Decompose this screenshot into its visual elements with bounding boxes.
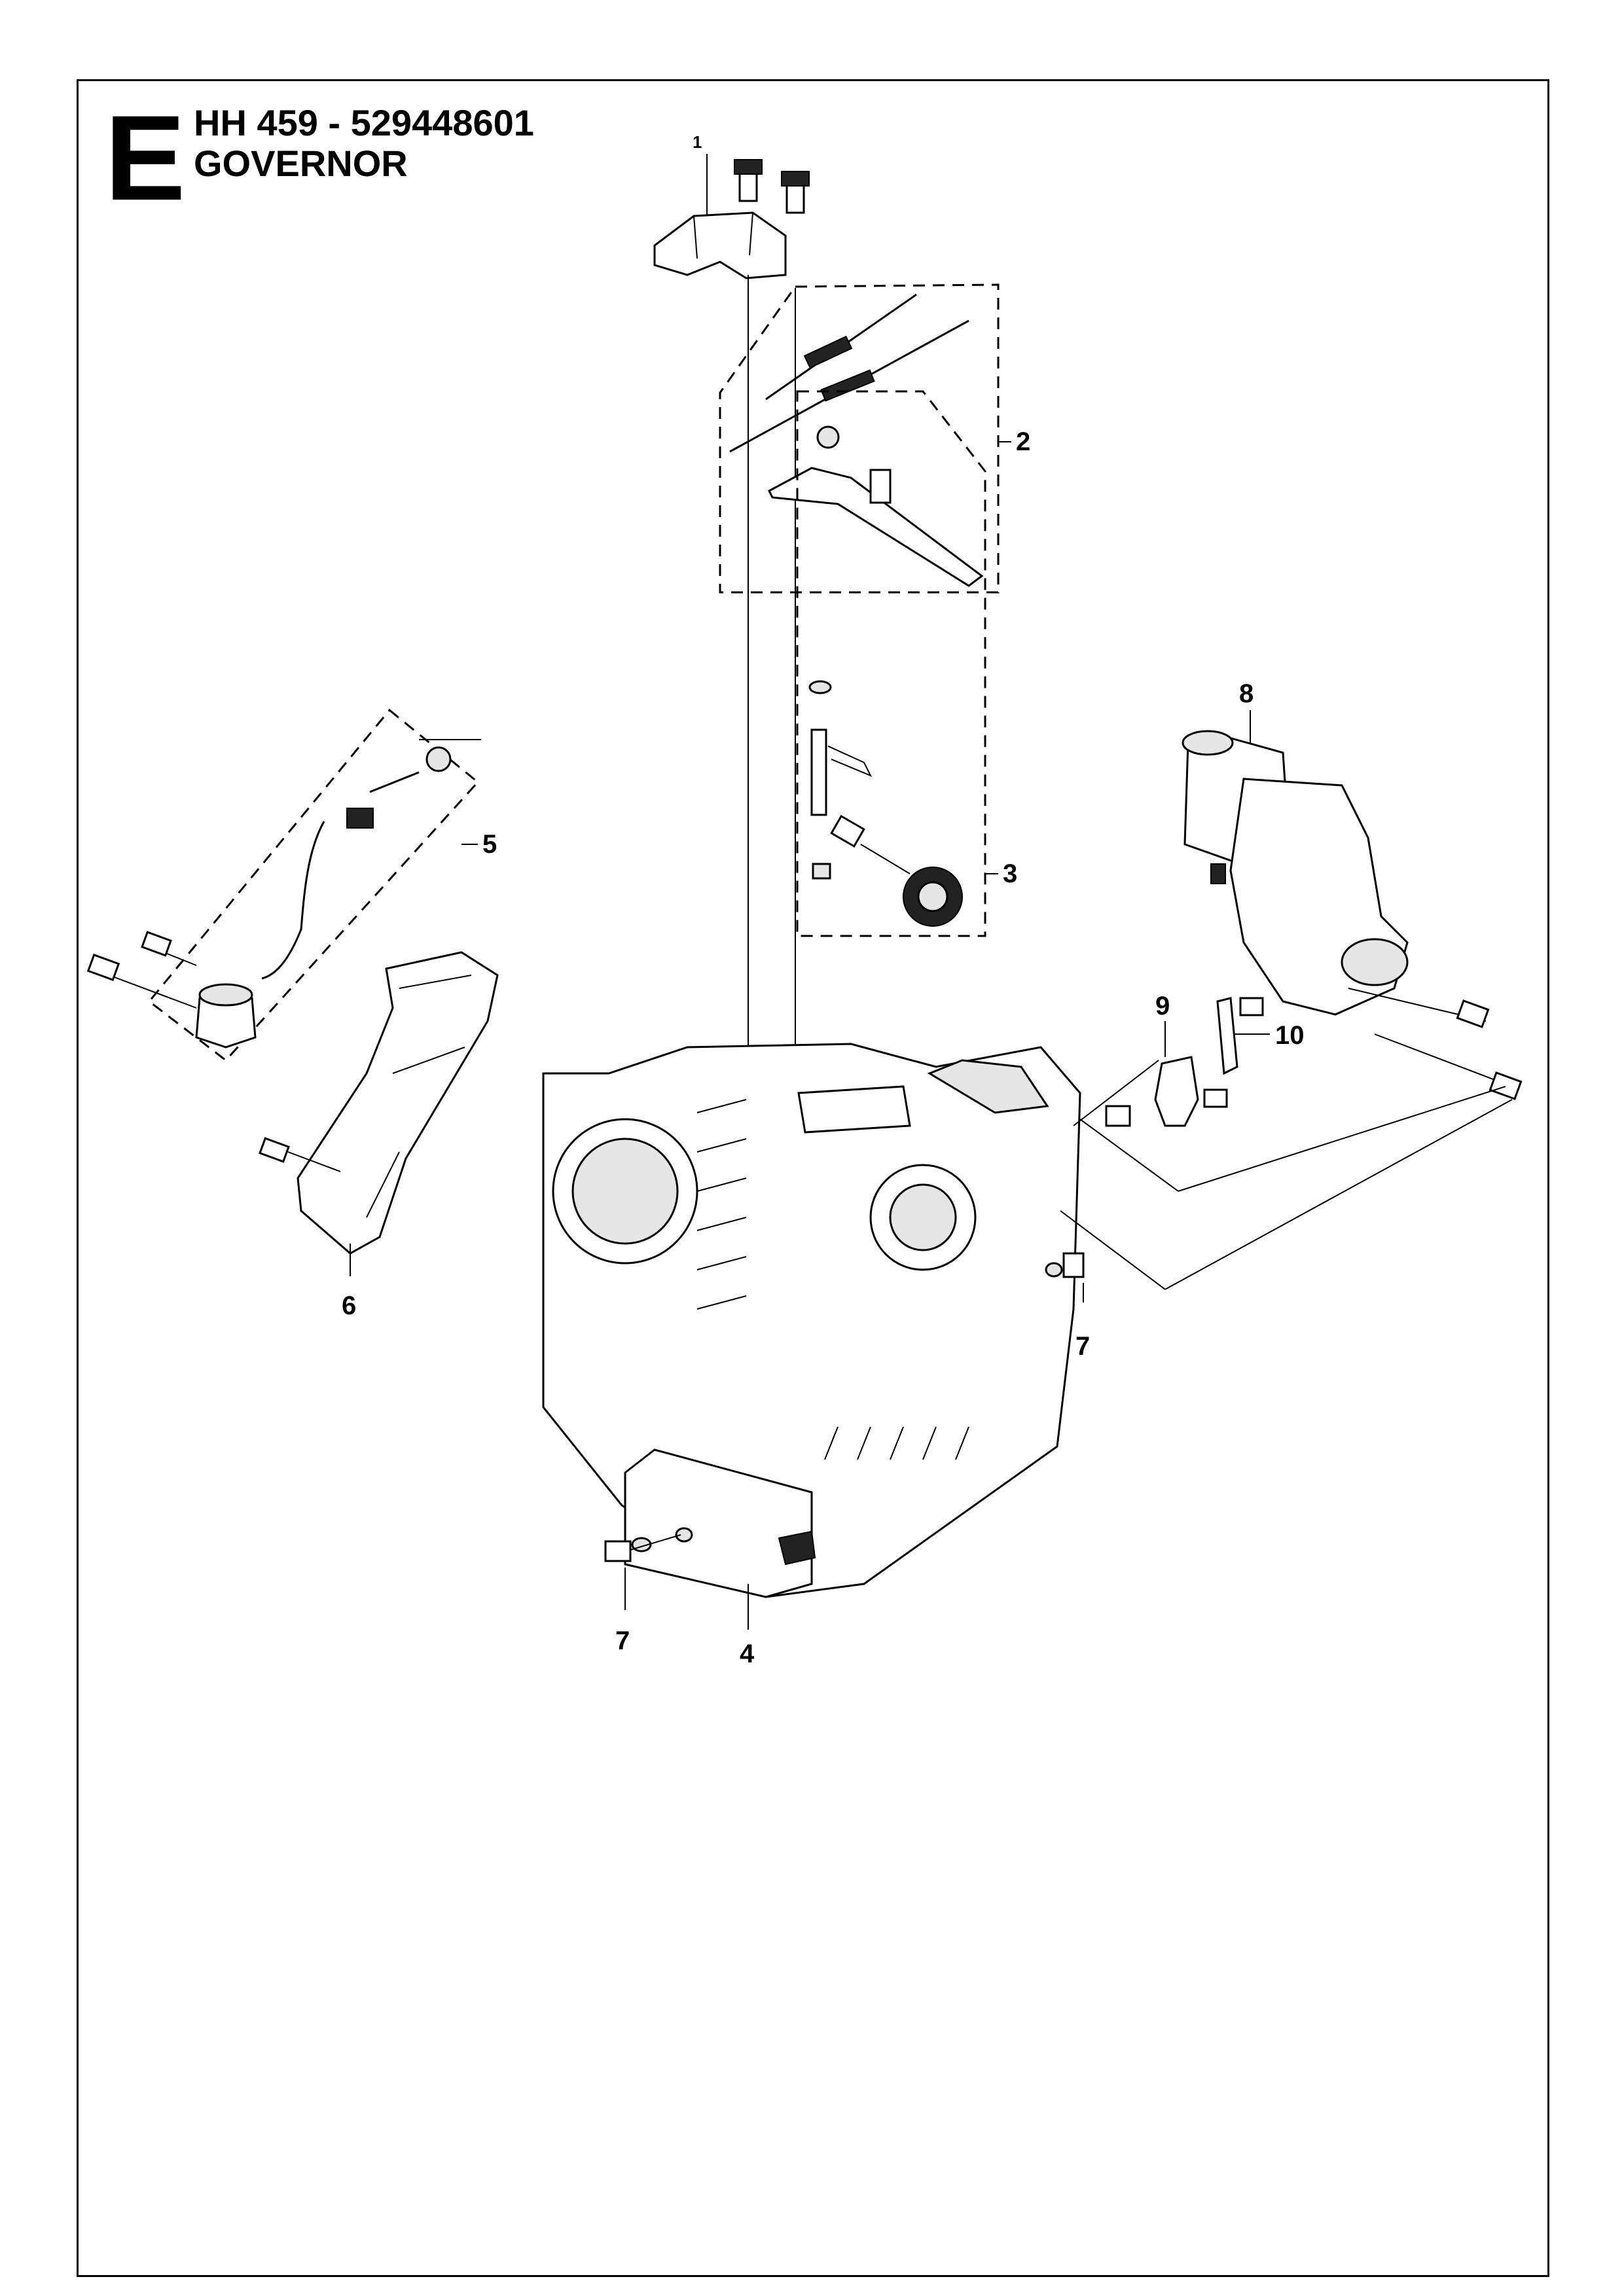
part-4-crankcase[interactable] bbox=[542, 1043, 1081, 1630]
part-7-bolt-right[interactable] bbox=[1045, 1252, 1085, 1278]
callout-10: 10 bbox=[1275, 1021, 1305, 1050]
callout-2: 2 bbox=[1016, 427, 1030, 456]
callout-7-lower: 7 bbox=[615, 1626, 630, 1655]
section-letter: E bbox=[105, 91, 186, 226]
callout-5: 5 bbox=[482, 830, 497, 859]
part-1-governor-bracket[interactable] bbox=[653, 159, 810, 1060]
group-name-title: GOVERNOR bbox=[194, 143, 408, 184]
callout-3: 3 bbox=[1003, 859, 1017, 888]
callout-1: 1 bbox=[693, 132, 702, 152]
callout-8: 8 bbox=[1239, 679, 1254, 708]
part-2-governor-arm-assembly[interactable] bbox=[719, 283, 1000, 594]
model-number-title: HH 459 - 529448601 bbox=[194, 102, 534, 143]
part-7-bolt-lower[interactable] bbox=[604, 1534, 681, 1562]
part-3-governor-gear-assembly[interactable] bbox=[796, 390, 986, 937]
part-8-starter-motor[interactable] bbox=[1182, 730, 1523, 1100]
part-10-strap[interactable] bbox=[1203, 997, 1270, 1108]
callout-9: 9 bbox=[1155, 992, 1170, 1020]
leader-lines bbox=[461, 154, 1513, 1610]
callout-7-right: 7 bbox=[1075, 1332, 1090, 1361]
callout-6: 6 bbox=[342, 1291, 356, 1320]
callout-4: 4 bbox=[740, 1640, 755, 1668]
part-6-side-cover[interactable] bbox=[259, 951, 499, 1276]
part-9-bracket[interactable] bbox=[1073, 1021, 1199, 1127]
part-5-sensor-assembly[interactable] bbox=[86, 708, 481, 1062]
page-frame bbox=[77, 79, 1549, 2277]
